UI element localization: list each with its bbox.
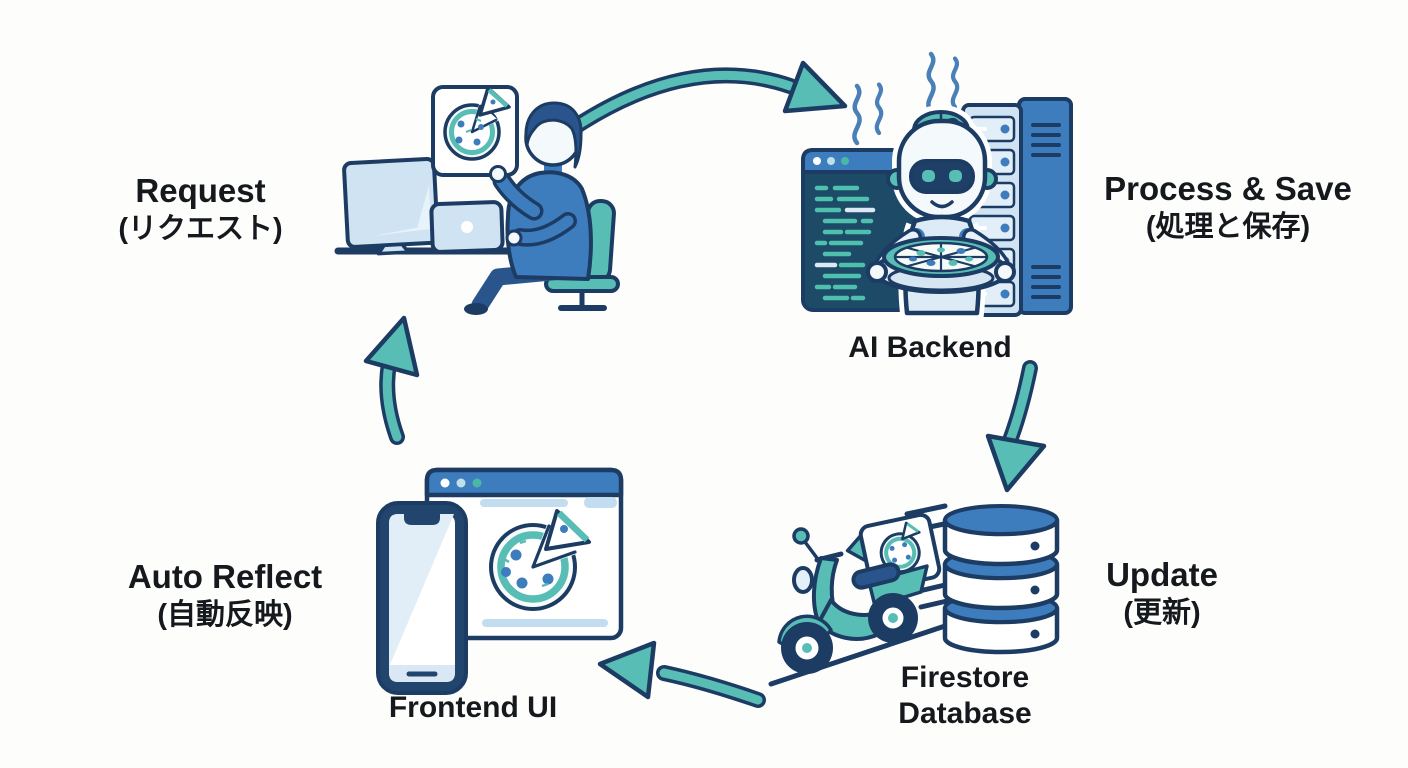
database-icon — [942, 504, 1060, 655]
frontend-ui-illustration — [376, 467, 624, 695]
request-subtitle: (リクエスト) — [118, 212, 283, 245]
person-hair — [524, 101, 583, 169]
arrow-request-to-backend — [567, 60, 848, 135]
pizza-card-icon — [431, 85, 519, 177]
process-save-title: Process & Save — [1104, 170, 1352, 207]
ground-line — [768, 623, 948, 687]
headlight-icon — [792, 566, 814, 594]
ai-backend-illustration — [801, 54, 1073, 320]
ai-backend-title: AI Backend — [848, 331, 1012, 364]
raised-hand — [489, 165, 507, 183]
firestore-line1: Firestore — [900, 661, 1030, 694]
arrow-frontend-to-request — [363, 315, 420, 445]
update-title: Update — [1106, 556, 1218, 593]
person — [464, 101, 593, 315]
label-process-save: Process & Save (処理と保存) — [1078, 170, 1378, 247]
pizza-icon — [489, 509, 591, 611]
firestore-line2: Database — [898, 697, 1032, 730]
arrow-backend-to-database — [985, 360, 1047, 493]
robot-icon — [866, 105, 1016, 320]
label-auto-reflect: Auto Reflect (自動反映) — [70, 558, 380, 635]
auto-reflect-title: Auto Reflect — [127, 558, 323, 595]
user-ordering-illustration — [334, 85, 620, 315]
delivery-scooter-icon — [777, 512, 942, 674]
update-subtitle: (更新) — [1123, 596, 1201, 629]
arrow-database-to-frontend — [597, 640, 766, 708]
firestore-delivery-illustration — [768, 503, 1060, 687]
label-frontend-ui: Frontend UI — [358, 690, 588, 726]
process-save-subtitle: (処理と保存) — [1145, 210, 1311, 243]
code-lines — [814, 185, 874, 301]
label-request: Request (リクエスト) — [48, 172, 353, 249]
phone-notch — [404, 514, 440, 525]
monitor-icon — [342, 157, 440, 256]
robot-smile — [930, 200, 954, 209]
scooter-seat — [851, 562, 901, 590]
label-firestore-database: Firestore Database — [855, 660, 1075, 732]
label-update: Update (更新) — [1062, 556, 1262, 633]
label-ai-backend: AI Backend — [810, 330, 1050, 366]
request-title: Request — [135, 172, 266, 209]
frontend-ui-title: Frontend UI — [388, 691, 558, 724]
smartphone-icon — [376, 501, 468, 695]
auto-reflect-subtitle: (自動反映) — [157, 598, 293, 631]
browser-window-icon — [424, 467, 624, 641]
mirror-icon — [792, 527, 810, 545]
laptop-icon — [429, 200, 505, 254]
server-vents — [1031, 123, 1061, 299]
pizza-plate-icon — [873, 236, 1009, 294]
robot-visor — [909, 159, 975, 194]
